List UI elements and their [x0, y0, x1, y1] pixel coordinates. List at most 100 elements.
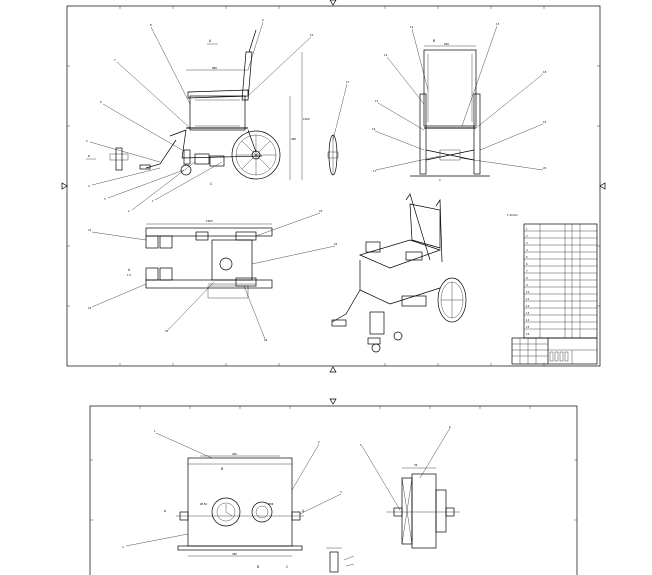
dim-side-width: 880 [212, 66, 217, 70]
plan-section-a: A [128, 268, 131, 272]
parts-row-15: 15 [526, 325, 530, 329]
rear-backrest [423, 49, 477, 127]
callout-side-9: 2 [128, 209, 130, 213]
callout-side-1: 8 [150, 23, 152, 27]
parts-row-7: 7 [526, 269, 528, 273]
parts-row-1: 1 [526, 227, 528, 231]
callout-rear-1: 12 [410, 25, 414, 29]
box-section-b2: B [257, 565, 259, 569]
dim-dia-left: Ø150 [200, 501, 207, 506]
sheet-1-ticks [67, 6, 600, 366]
callout-plan-1: 21 [88, 228, 92, 232]
wheelchair-isometric-view [331, 193, 467, 353]
callout-side-10: 1 [152, 199, 154, 203]
callout-plan-4: 24 [334, 242, 338, 246]
parts-row-9: 9 [526, 283, 528, 287]
rear-wheel [231, 130, 281, 180]
sheet-2-border [89, 405, 578, 575]
callout-box-3: 3 [340, 490, 342, 494]
center-mark-bottom [329, 366, 337, 373]
parts-row-6: 6 [526, 262, 528, 266]
callout-box-5: 5 [360, 443, 362, 447]
wheelchair-side-view: 880 1000 480 A C 8 9 [86, 18, 314, 213]
box-section-c: C [286, 565, 289, 569]
parts-row-16: 16 [526, 332, 530, 336]
parts-row-4: 4 [526, 248, 528, 252]
seat-panel [189, 95, 246, 131]
parts-row-3: 3 [526, 241, 528, 245]
section-label-a: A [209, 39, 212, 43]
callout-side-4: 7 [114, 58, 116, 62]
center-mark-right [599, 182, 606, 190]
callout-box-6: 6 [449, 425, 451, 429]
callout-rear-9: 20 [543, 166, 547, 170]
callout-rear-4: 15 [375, 99, 379, 103]
parts-row-5: 5 [526, 255, 528, 259]
rear-section-label: B [433, 39, 435, 43]
callout-side-3: 10 [310, 33, 314, 37]
parts-row-12: 12 [526, 304, 530, 308]
side-view-leaders [89, 21, 312, 211]
rear-c-label: C [439, 178, 441, 182]
sheet-2: 400 380 Ø150 Ø96 B A A B C 1 2 3 4 [89, 398, 578, 575]
dim-rear-width: 650 [444, 42, 449, 46]
dim-side-height: 1000 [303, 117, 310, 121]
center-mark-top [329, 0, 337, 6]
callout-side-2: 9 [262, 18, 264, 22]
gearbox-small-section [326, 547, 355, 573]
callout-plan-3: 23 [319, 209, 323, 213]
dim-box-bottom: 380 [232, 552, 237, 556]
parts-row-2: 2 [526, 234, 528, 238]
gearbox-front-view: 400 380 Ø150 Ø96 B A A B C 1 2 3 4 [122, 429, 342, 569]
callout-plan-2: 22 [88, 306, 92, 310]
gearbox-housing [187, 457, 293, 547]
callout-rear-7: 18 [543, 70, 547, 74]
wheelchair-plan-view: 1060 A 1:5 21 22 [88, 209, 338, 342]
parts-list-table: 1 2 3 4 5 6 7 8 9 10 11 12 13 14 15 16 [523, 223, 598, 339]
detail-b-label: B [88, 154, 90, 158]
callout-rear-6: 17 [373, 169, 377, 173]
section-label-c: C [210, 182, 213, 186]
box-section-a2: A [302, 509, 305, 513]
sheet-2-center-mark [329, 398, 337, 405]
side-section-leaders [361, 427, 451, 511]
parts-row-13: 13 [526, 311, 530, 315]
scale-note: 1:10mm [507, 213, 518, 217]
dim-seat-height: 480 [291, 137, 296, 141]
callout-side-5: 6 [100, 100, 102, 104]
dim-dia-right: Ø96 [268, 501, 274, 506]
iso-rear-wheel [437, 277, 467, 323]
plan-scale: 1:5 [127, 273, 132, 277]
parts-row-10: 10 [526, 290, 530, 294]
parts-row-14: 14 [526, 318, 530, 322]
callout-side-6: 5 [86, 139, 88, 143]
callout-rear-5: 16 [372, 127, 376, 131]
callout-rear-2: 13 [496, 22, 500, 26]
callout-side-7: 4 [88, 184, 90, 188]
sheet-1: 880 1000 480 A C 8 9 [61, 0, 606, 373]
plan-seat [211, 239, 253, 281]
sheet-2-ticks [90, 406, 577, 521]
callout-box-1: 1 [154, 429, 156, 433]
gearbox-side-section: 36 5 6 [360, 425, 460, 549]
callout-side-8: 3 [104, 197, 106, 201]
center-mark-left [61, 182, 68, 190]
front-caster [180, 164, 192, 176]
callout-plan-6: 26 [264, 338, 268, 342]
box-section-a: A [164, 509, 167, 513]
detail-wheel-profile: 11 [327, 80, 350, 176]
callout-rear-8: 19 [543, 120, 547, 124]
iso-seat [358, 239, 442, 269]
dim-box-top: 400 [232, 452, 237, 456]
dim-side: 36 [414, 463, 418, 467]
parts-row-8: 8 [526, 276, 528, 280]
callout-side-11: 11 [346, 80, 350, 84]
callout-rear-3: 14 [384, 53, 388, 57]
dim-plan-width: 1060 [206, 219, 213, 223]
detail-caster-left: B [86, 147, 129, 171]
callout-box-4: 4 [122, 545, 124, 549]
rear-view-leaders [374, 25, 544, 171]
box-section-b: B [221, 467, 223, 471]
callout-box-2: 2 [318, 440, 320, 444]
